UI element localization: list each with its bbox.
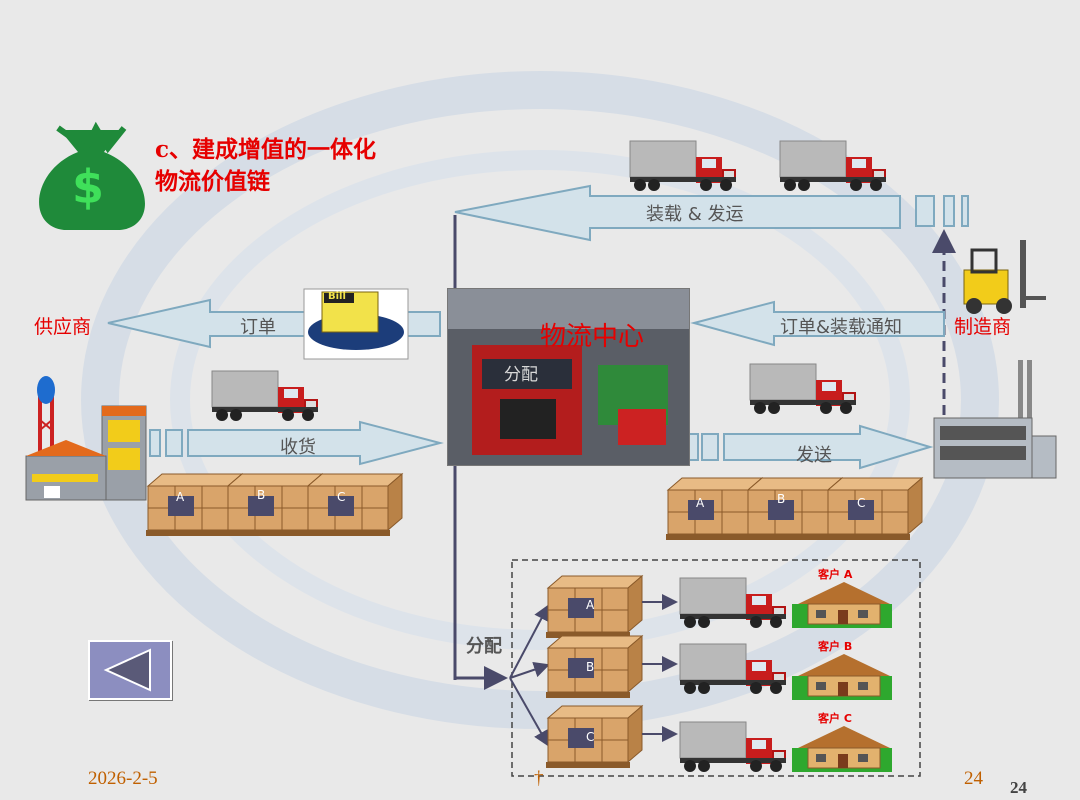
pallet-label: C [337, 490, 346, 504]
pallet-label: B [586, 660, 595, 674]
slide-title: c、建成增值的一体化 物流价值链 [155, 134, 376, 198]
receive-arrow [187, 420, 444, 466]
logistics-center-title: 物流中心 [540, 322, 645, 352]
pallet-label: B [777, 492, 786, 506]
factory-icon [25, 376, 147, 501]
send-arrow [723, 424, 934, 470]
distribution-label: 分配 [466, 636, 502, 657]
truck-icon [211, 370, 319, 422]
pallet-label: A [176, 490, 185, 504]
pallet-icon [825, 477, 923, 541]
forklift-icon [963, 240, 1046, 314]
house-icon [791, 725, 893, 773]
pallet-label: C [586, 730, 595, 744]
title-line-1: c、建成增值的一体化 [155, 136, 377, 163]
send-label: 发送 [796, 445, 832, 466]
back-button[interactable] [88, 640, 172, 700]
bill-label: Bill [328, 291, 346, 302]
order-notice-arrow [690, 300, 945, 347]
bill-icon [303, 288, 409, 360]
order-notice-label: 订单&装载通知 [780, 317, 903, 338]
logistics-center-photo [447, 288, 690, 466]
truck-icon [679, 721, 787, 773]
supplier-label: 供应商 [34, 316, 92, 338]
factory-icon [933, 360, 1057, 479]
pallet-label: B [257, 488, 266, 502]
dollar-sign: $ [72, 160, 105, 214]
pallet-label: A [586, 598, 595, 612]
load-ship-label: 装载 & 发运 [646, 204, 744, 225]
money-bag-icon [39, 121, 145, 230]
customer-a-label: 客户 A [818, 568, 853, 581]
pallet-icon [305, 473, 403, 537]
footer-date: 2026-2-5 [88, 768, 158, 789]
receive-label: 收货 [280, 437, 316, 458]
pallet-label: A [696, 496, 705, 510]
distribution-box [511, 559, 921, 777]
page-number-corner: 24 [1010, 778, 1027, 797]
customer-b-label: 客户 B [818, 640, 853, 653]
load-ship-arrow [454, 184, 901, 242]
title-line-2: 物流价值链 [155, 168, 270, 195]
customer-c-label: 客户 C [818, 712, 852, 725]
triangle-left-icon [103, 648, 151, 692]
truck-icon [749, 363, 857, 415]
pallet-label: C [857, 496, 866, 510]
logistics-center-sub: 分配 [504, 365, 538, 385]
footer-page: 24 [964, 768, 983, 789]
manufacturer-label: 制造商 [954, 316, 1012, 338]
order-label: 订单 [240, 317, 276, 338]
footer-mark: † [534, 768, 544, 789]
